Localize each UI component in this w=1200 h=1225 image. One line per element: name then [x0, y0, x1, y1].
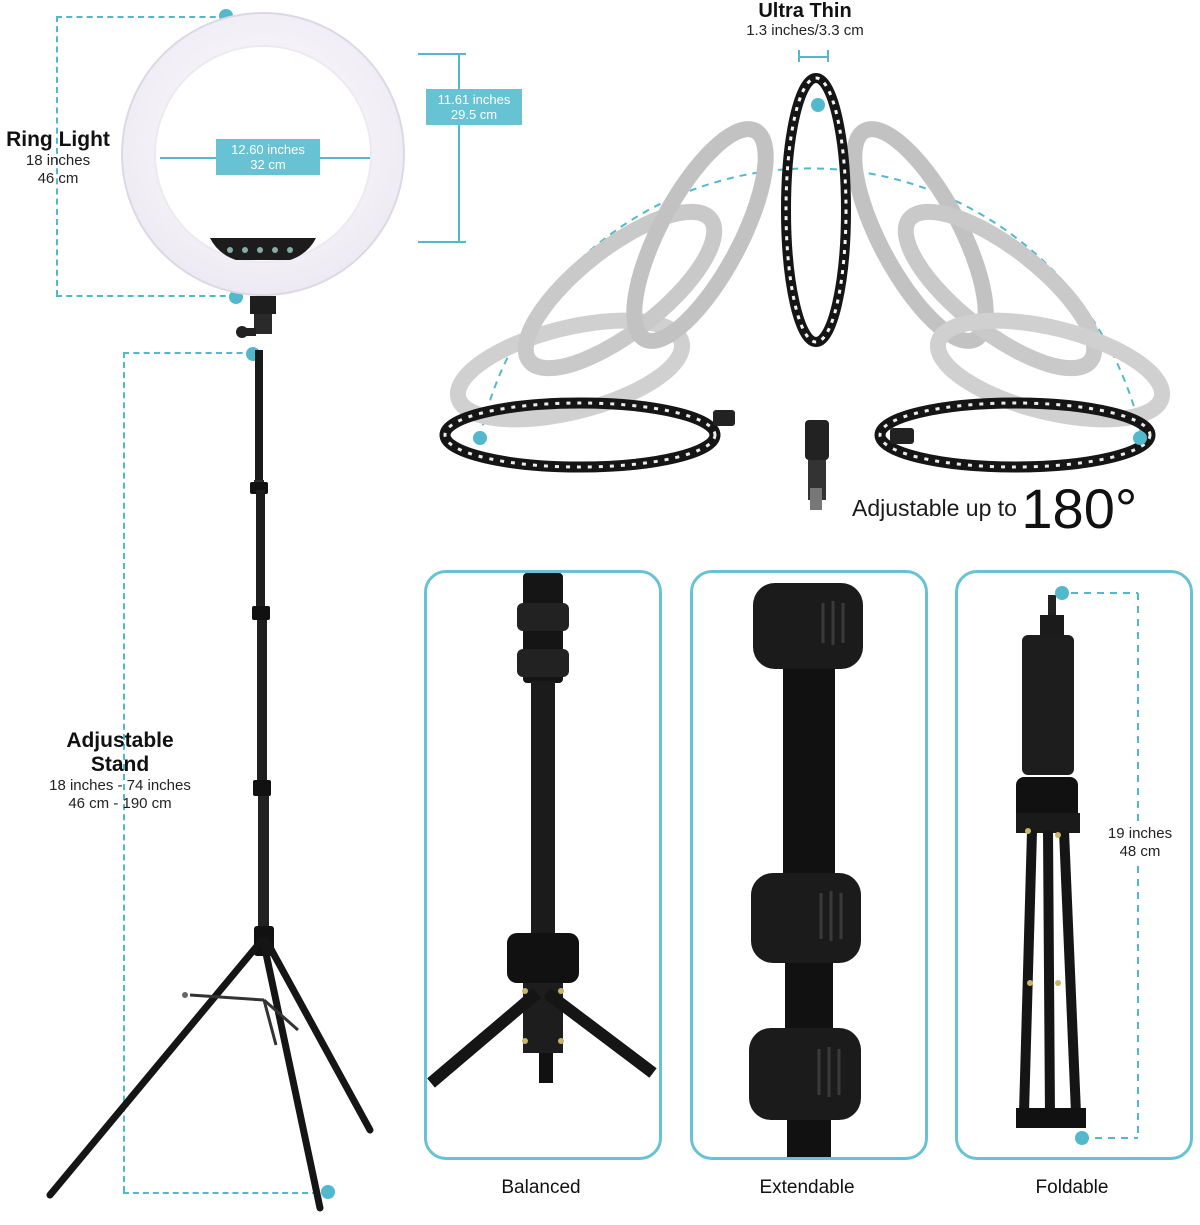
- ring-dim-top-line: [56, 16, 226, 18]
- inner-height-bottom-cap: [418, 241, 466, 243]
- rotation-fan-image: [439, 73, 1171, 510]
- foldable-height-cm: 48 cm: [1119, 843, 1161, 860]
- ultra-thin-measure-right: [827, 50, 829, 62]
- ultra-thin-label: Ultra Thin 1.3 inches/3.3 cm: [700, 0, 910, 40]
- stand-dim-top-line: [123, 352, 253, 354]
- inner-width-tag: 12.60 inches 32 cm: [216, 139, 320, 175]
- inner-height-inches: 11.61 inches: [437, 92, 511, 107]
- ring-light-size-cm: 46 cm: [37, 170, 79, 187]
- caption-balanced: Balanced: [501, 1177, 581, 1198]
- panel-foldable: 19 inches 48 cm: [955, 570, 1193, 1160]
- inner-height-line: [458, 53, 460, 241]
- inner-width-cm: 32 cm: [250, 157, 286, 172]
- stand-range-inches: 18 inches - 74 inches: [49, 777, 191, 794]
- caption-foldable: Foldable: [1035, 1177, 1109, 1198]
- adjustable-angle: 180°: [1021, 477, 1138, 540]
- ultra-thin-title: Ultra Thin: [758, 0, 852, 22]
- stand-title-line2: Stand: [90, 753, 150, 776]
- stand-image: [46, 350, 374, 1212]
- stand-dim-bottom-line: [123, 1192, 328, 1194]
- stand-label: Adjustable Stand 18 inches - 74 inches 4…: [20, 729, 220, 813]
- stand-dim-bottom-dot: [321, 1185, 335, 1199]
- foldable-height-label: 19 inches 48 cm: [1090, 825, 1190, 861]
- inner-height-top-cap: [418, 53, 466, 55]
- adjustable-prefix: Adjustable up to: [852, 495, 1017, 521]
- inner-height-cm: 29.5 cm: [450, 107, 498, 122]
- ring-light-title: Ring Light: [6, 128, 110, 151]
- ring-dim-bottom-line: [56, 295, 236, 297]
- stand-range-cm: 46 cm - 190 cm: [68, 795, 172, 812]
- panel-balanced: [424, 570, 662, 1160]
- extendable-stand-image: [749, 583, 863, 1157]
- balanced-stand-image: [427, 573, 657, 1088]
- ring-dim-left-line: [56, 16, 58, 296]
- foldable-height-inches: 19 inches: [1107, 825, 1173, 842]
- stand-title-line1: Adjustable: [66, 729, 174, 752]
- adjustable-angle-label: Adjustable up to 180°: [852, 476, 1137, 540]
- ultra-thin-size: 1.3 inches/3.3 cm: [746, 22, 864, 39]
- inner-height-tag: 11.61 inches 29.5 cm: [426, 89, 522, 125]
- ring-light-image: [121, 12, 405, 338]
- stand-dim-left-line: [123, 352, 125, 1192]
- ring-light-size-inches: 18 inches: [25, 152, 91, 169]
- ultra-thin-measure-line: [798, 56, 828, 58]
- ring-light-label: Ring Light 18 inches 46 cm: [0, 128, 116, 188]
- panel-extendable: [690, 570, 928, 1160]
- foldable-stand-image: [1016, 586, 1139, 1145]
- ultra-thin-measure-left: [798, 50, 800, 62]
- caption-extendable: Extendable: [759, 1177, 855, 1198]
- inner-width-inches: 12.60 inches: [231, 142, 305, 157]
